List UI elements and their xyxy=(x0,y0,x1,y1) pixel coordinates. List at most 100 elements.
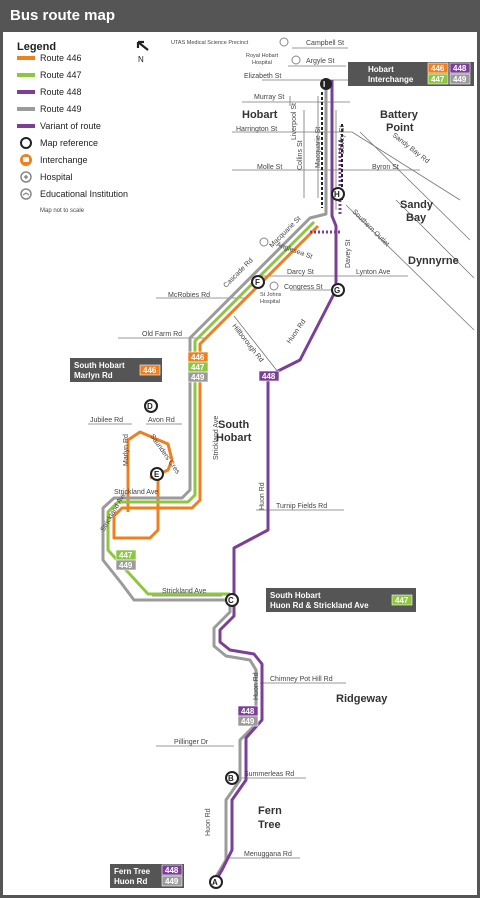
poi-label: Hospital xyxy=(260,299,280,305)
street-label: Old Farm Rd xyxy=(142,331,182,338)
map-ref-letter: A xyxy=(212,878,218,887)
route-badge-447: 447 xyxy=(115,549,137,561)
map-ref-H: H xyxy=(331,187,345,201)
poi-label: UTAS Medical Science Precinct xyxy=(171,40,249,46)
route-badge-447: 447 xyxy=(391,594,413,606)
legend-swatch xyxy=(17,107,35,111)
route-badge-446: 446 xyxy=(187,351,209,363)
street-label: Strickland Ave xyxy=(114,489,158,496)
route-badge-label: 447 xyxy=(431,75,445,84)
route-badge-446: 446 xyxy=(139,364,161,376)
legend-swatch xyxy=(17,90,35,94)
street-label: Strickland Ave xyxy=(162,588,206,595)
street-label: Murray St xyxy=(254,94,284,101)
legend-route-item: Route 449 xyxy=(17,104,82,114)
street-label: Macquarie St xyxy=(315,127,322,168)
legend-heading: Legend xyxy=(17,41,56,53)
street-label: Harrington St xyxy=(236,126,277,133)
suburb-label: Tree xyxy=(258,819,281,831)
street-label: Strickland Ave xyxy=(213,416,220,460)
suburb-label: South xyxy=(218,419,249,431)
poi-icons xyxy=(259,37,301,291)
street-label: Huon Rd xyxy=(259,482,266,510)
street-label: Lynton Ave xyxy=(356,269,390,276)
street-label: Chimney Pot Hill Rd xyxy=(270,676,333,683)
suburb-label: Dynnyrne xyxy=(408,255,459,267)
legend-route-label: Route 446 xyxy=(40,53,82,63)
legend-symbol-label: Map reference xyxy=(40,138,98,148)
street-label: Marlyn Rd xyxy=(123,434,130,466)
route-badge-label: 448 xyxy=(453,64,467,73)
route-badge-448: 448 xyxy=(237,705,259,717)
map-ref-letter: G xyxy=(334,286,340,295)
street-label: Molle St xyxy=(257,164,282,171)
route-badge-label: 448 xyxy=(241,707,255,716)
street-label: McRobies Rd xyxy=(168,292,210,299)
page-title: Bus route map xyxy=(0,0,480,32)
legend-route-item: Route 447 xyxy=(17,70,82,80)
suburb-label: Battery xyxy=(380,109,419,121)
map-ref-letter: D xyxy=(147,402,153,411)
stop-huon-strickland: South Hobart Huon Rd & Strickland Ave xyxy=(266,588,416,612)
stop-name: Hobart xyxy=(368,65,394,74)
street-label: Pillinger Dr xyxy=(174,739,209,746)
street-label: Congress St xyxy=(284,284,323,291)
route-badge-label: 446 xyxy=(143,366,157,375)
route-variant-line xyxy=(310,140,342,234)
map-reference-markers: I H F G D E C B A xyxy=(144,78,345,889)
route-badge-label: 449 xyxy=(165,877,179,886)
legend-symbol-label: Interchange xyxy=(40,155,88,165)
map-ref-letter: C xyxy=(228,596,234,605)
street-labels: Campbell St UTAS Medical Science Precinc… xyxy=(90,40,430,858)
street-label: Huon Rd xyxy=(205,808,212,836)
street-label: Avon Rd xyxy=(148,417,175,424)
route-badge-449: 449 xyxy=(187,371,209,383)
suburb-label: Sandy xyxy=(400,199,434,211)
street-label: Elizabeth St xyxy=(244,73,281,80)
route-446-line xyxy=(112,224,320,540)
route-badge-label: 449 xyxy=(241,717,255,726)
map-ref-G: G xyxy=(331,283,345,297)
map-ref-C: C xyxy=(225,593,239,607)
route-badge-label: 447 xyxy=(191,363,205,372)
route-badge-label: 446 xyxy=(431,64,445,73)
suburb-labels: Hobart Battery Point Sandy Bay Dynnyrne … xyxy=(216,109,459,831)
route-badge-label: 448 xyxy=(165,866,179,875)
education-icon xyxy=(279,37,289,47)
poi-label: Royal Hobart xyxy=(246,53,279,59)
education-icon xyxy=(20,188,32,200)
route-badge-label: 449 xyxy=(191,373,205,382)
map-ref-letter: H xyxy=(334,190,340,199)
stop-name: Huon Rd xyxy=(114,877,147,886)
legend-symbol-label: Hospital xyxy=(40,172,73,182)
street-label: Campbell St xyxy=(306,40,344,47)
map-ref-letter: F xyxy=(255,278,260,287)
route-449-line xyxy=(101,80,328,881)
stop-name: South Hobart xyxy=(270,591,321,600)
street-label: Liverpool St xyxy=(291,103,298,140)
legend-symbol-label: Educational Institution xyxy=(40,189,128,199)
legend-route-item: Variant of route xyxy=(17,121,101,131)
route-badge-label: 449 xyxy=(119,561,133,570)
north-arrow-icon: N xyxy=(136,40,149,64)
legend-route-label: Route 448 xyxy=(40,87,82,97)
legend-swatch xyxy=(17,56,35,60)
route-badge-448: 448 xyxy=(161,864,183,876)
route-badge-447: 447 xyxy=(187,361,209,373)
suburb-label: Hobart xyxy=(242,109,278,121)
map-ref-E: E xyxy=(150,467,164,481)
map-ref-A: A xyxy=(209,875,223,889)
legend-route-label: Variant of route xyxy=(40,121,101,131)
street-label: Davey St xyxy=(339,126,346,154)
route-badge-label: 447 xyxy=(395,596,409,605)
hospital-icon xyxy=(269,281,279,291)
route-badge-449: 449 xyxy=(115,559,137,571)
stop-name: Marlyn Rd xyxy=(74,371,113,380)
cbd-segment xyxy=(321,92,343,208)
map-area xyxy=(0,32,480,898)
map-ref-I: I xyxy=(320,78,332,90)
suburb-label: Point xyxy=(386,122,414,134)
